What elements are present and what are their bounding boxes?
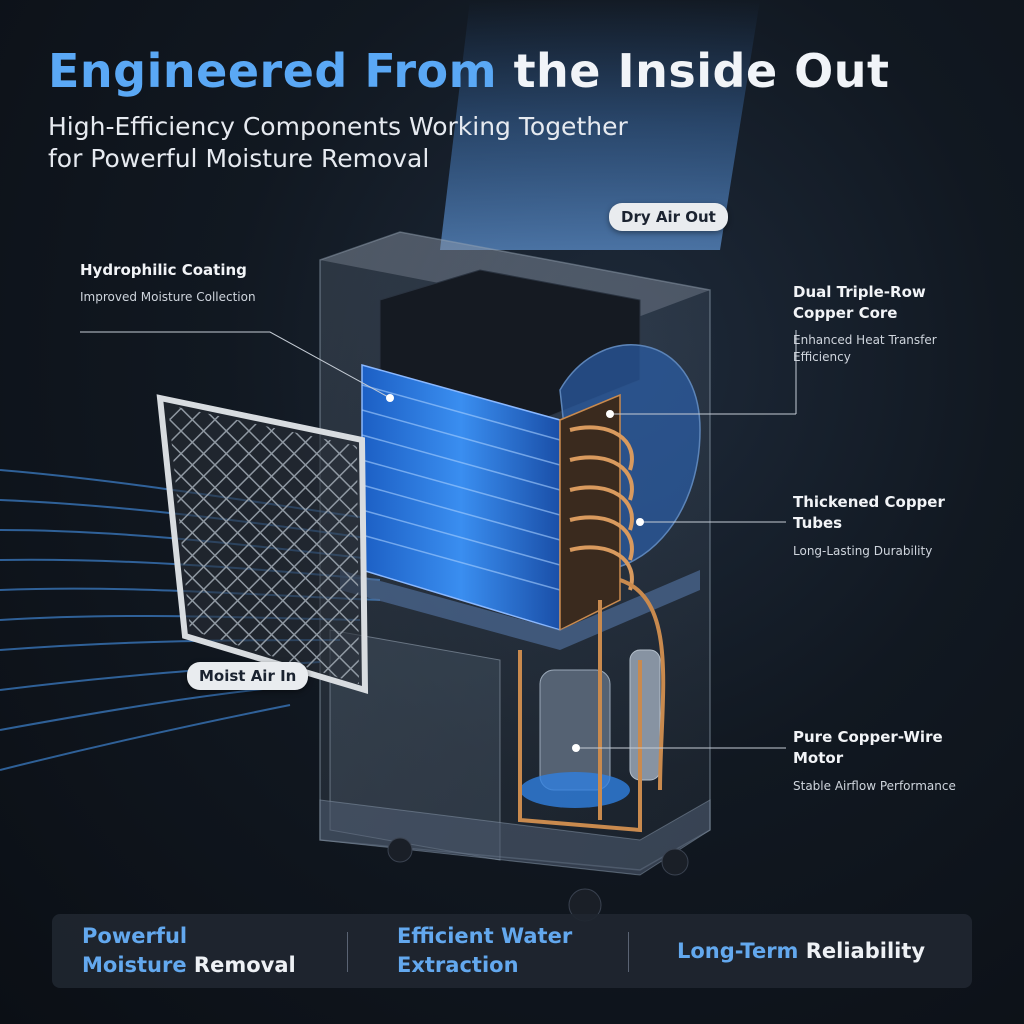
copper-tubes-desc: Long-Lasting Durability [793,544,933,558]
motor-title-line2: Motor [793,749,844,767]
hydrophilic-title: Hydrophilic Coating [80,261,247,279]
copper-core-title-line2: Copper Core [793,304,898,322]
dry-air-out-label: Dry Air Out [609,203,728,231]
copper-tubes-title-line1: Thickened Copper [793,493,945,511]
feature2-line1: Efficient Water [397,924,573,948]
feature-reliability: Long-Term Reliability [677,914,925,988]
feature-bar: Powerful Moisture Removal Efficient Wate… [52,914,972,988]
subtitle-line1: High-Efficiency Components Working Toget… [48,112,628,141]
copper-tubes-title-line2: Tubes [793,514,843,532]
divider-2 [628,932,629,972]
feature1-line2-white: Removal [186,953,296,977]
subtitle-line2: for Powerful Moisture Removal [48,144,430,173]
hydrophilic-desc: Improved Moisture Collection [80,290,256,304]
page-title: Engineered From the Inside Out [48,44,890,98]
moist-air-in-label: Moist Air In [187,662,309,690]
copper-core-title-line1: Dual Triple-Row [793,283,926,301]
copper-core-desc-line2: Efficiency [793,350,851,364]
divider-1 [347,932,348,972]
title-accent: Engineered From [48,44,498,98]
feature1-line2-blue: Moisture [82,953,187,977]
title-rest: the Inside Out [513,44,890,98]
motor-title-line1: Pure Copper-Wire [793,728,943,746]
feature3-white: Reliability [798,938,926,963]
feature3-line: Long-Term Reliability [677,937,925,966]
motor-desc: Stable Airflow Performance [793,779,956,793]
feature1-line1: Powerful [82,924,188,948]
feature1-line2: Moisture Removal [82,951,296,980]
feature-water-extraction: Efficient Water Extraction [397,914,572,988]
feature2-line2: Extraction [397,953,519,977]
feature-moisture-removal: Powerful Moisture Removal [82,914,296,988]
copper-core-desc-line1: Enhanced Heat Transfer [793,333,937,347]
feature3-blue: Long-Term [677,938,799,963]
